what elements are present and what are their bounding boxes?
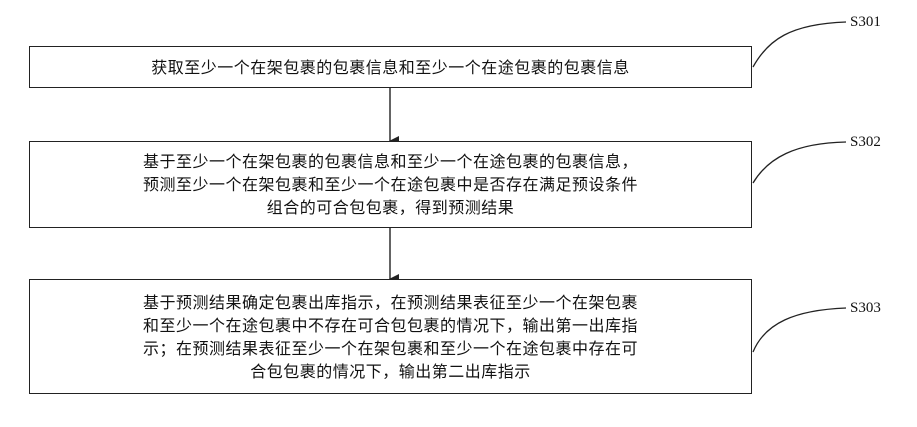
step-text-3: 基于预测结果确定包裹出库指示，在预测结果表征至少一个在架包裹 和至少一个在途包裹…	[143, 291, 638, 383]
step-box-1: 获取至少一个在架包裹的包裹信息和至少一个在途包裹的包裹信息	[29, 46, 752, 88]
step-line: 合包包裹的情况下，输出第二出库指示	[143, 360, 638, 383]
step-line: 获取至少一个在架包裹的包裹信息和至少一个在途包裹的包裹信息	[151, 56, 630, 79]
leader-curve-s303	[753, 308, 846, 352]
step-line: 组合的可合包包裹，得到预测结果	[143, 196, 638, 219]
step-line: 和至少一个在途包裹中不存在可合包包裹的情况下，输出第一出库指	[143, 314, 638, 337]
step-label-s302: S302	[850, 134, 881, 151]
leader-curve-s301	[753, 22, 846, 67]
leader-curve-s302	[753, 142, 846, 183]
step-box-3: 基于预测结果确定包裹出库指示，在预测结果表征至少一个在架包裹 和至少一个在途包裹…	[29, 279, 752, 394]
step-line: 示；在预测结果表征至少一个在架包裹和至少一个在途包裹中存在可	[143, 337, 638, 360]
step-line: 预测至少一个在架包裹和至少一个在途包裹中是否存在满足预设条件	[143, 173, 638, 196]
step-label-s301: S301	[850, 14, 881, 31]
step-label-s303: S303	[850, 300, 881, 317]
step-box-2: 基于至少一个在架包裹的包裹信息和至少一个在途包裹的包裹信息， 预测至少一个在架包…	[29, 141, 752, 228]
step-text-2: 基于至少一个在架包裹的包裹信息和至少一个在途包裹的包裹信息， 预测至少一个在架包…	[143, 150, 638, 219]
step-text-1: 获取至少一个在架包裹的包裹信息和至少一个在途包裹的包裹信息	[151, 56, 630, 79]
step-line: 基于预测结果确定包裹出库指示，在预测结果表征至少一个在架包裹	[143, 291, 638, 314]
step-line: 基于至少一个在架包裹的包裹信息和至少一个在途包裹的包裹信息，	[143, 150, 638, 173]
